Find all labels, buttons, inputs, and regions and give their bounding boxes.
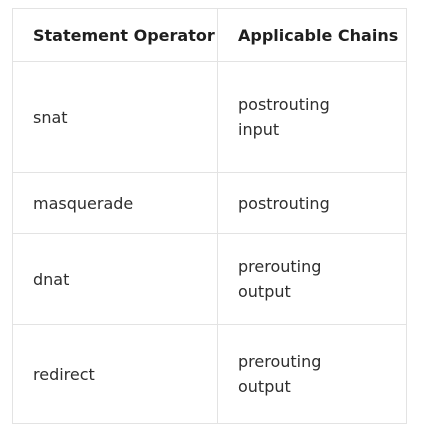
chains-cell: postrouting: [217, 172, 407, 234]
table-row: dnat prerouting output: [12, 233, 407, 325]
table-header-row: Statement Operator Applicable Chains: [12, 8, 407, 62]
chain-name: prerouting: [238, 352, 322, 371]
header-statement-operator: Statement Operator: [12, 8, 218, 62]
chain-name: output: [238, 282, 291, 301]
header-applicable-chains: Applicable Chains: [217, 8, 407, 62]
chain-name: input: [238, 120, 280, 139]
table-row: redirect prerouting output: [12, 324, 407, 424]
chain-name: output: [238, 377, 291, 396]
chains-cell: prerouting output: [217, 324, 407, 424]
table-row: masquerade postrouting: [12, 172, 407, 234]
operator-cell: redirect: [12, 324, 218, 424]
chains-cell: prerouting output: [217, 233, 407, 325]
chain-name: prerouting: [238, 257, 322, 276]
chain-name: postrouting: [238, 95, 330, 114]
operator-cell: snat: [12, 61, 218, 173]
operator-cell: masquerade: [12, 172, 218, 234]
chains-cell: postrouting input: [217, 61, 407, 173]
table-row: snat postrouting input: [12, 61, 407, 173]
chain-name: postrouting: [238, 193, 330, 213]
operator-cell: dnat: [12, 233, 218, 325]
operators-table: Statement Operator Applicable Chains sna…: [12, 8, 407, 424]
